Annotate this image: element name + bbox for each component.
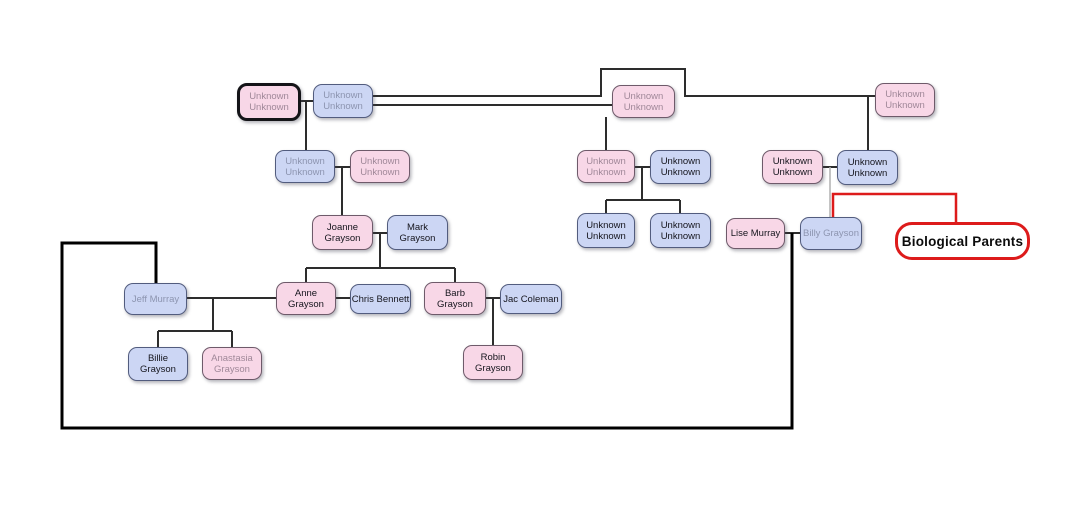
person-name-text: Chris Bennett — [351, 293, 410, 305]
person-name-text: Unknown — [660, 219, 701, 231]
person-name-text: Anastasia — [211, 352, 253, 364]
person-name-text: Unknown — [660, 156, 701, 167]
node-chris-bennett[interactable]: Chris Bennett — [350, 284, 411, 314]
person-name-text: Grayson — [324, 232, 361, 244]
person-name-text: Jeff Murray — [131, 293, 180, 305]
biological-parents-annotation: Biological Parents — [895, 222, 1030, 260]
person-name-text: Unknown — [660, 230, 701, 242]
person-name-text: Grayson — [475, 362, 511, 374]
node-billy-grayson[interactable]: Billy Grayson — [800, 217, 862, 250]
person-name-text: Grayson — [140, 364, 176, 375]
person-name-text: Grayson — [437, 298, 473, 310]
node-jeff-murray[interactable]: Jeff Murray — [124, 283, 187, 315]
person-name-text: Unknown — [772, 167, 813, 178]
connector-line — [373, 68, 875, 97]
person-name-text: Unknown — [323, 101, 363, 112]
person-name-text: Unknown — [360, 155, 400, 167]
person-name-text: Lise Murray — [730, 228, 781, 239]
person-name-text: Anne — [294, 287, 318, 299]
person-name-text: Unknown — [772, 156, 813, 167]
person-name-text: Unknown — [285, 166, 325, 178]
person-name-text: Jac Coleman — [503, 293, 559, 305]
person-name-text: Unknown — [285, 155, 325, 167]
person-name-text: Billy Grayson — [803, 228, 859, 239]
person-name-text: Unknown — [323, 90, 363, 101]
person-name-text: Mark — [406, 221, 429, 233]
person-name-text: Unknown — [885, 89, 925, 100]
person-name-text: Unknown — [847, 167, 888, 179]
person-name-text: Unknown — [249, 102, 289, 113]
person-name-text: Unknown — [660, 167, 701, 178]
annotation-pointer-line — [831, 192, 958, 223]
person-name-text: Unknown — [885, 100, 925, 111]
person-name-text: Grayson — [288, 298, 324, 310]
person-name-text: Unknown — [586, 230, 626, 242]
person-name-text: Grayson — [214, 363, 250, 375]
person-name-text: Unknown — [586, 155, 626, 167]
person-name-text: Unknown — [623, 90, 664, 102]
node-lise-murray[interactable]: Lise Murray — [726, 218, 785, 249]
person-name-text: Billie — [147, 353, 169, 364]
node-jac-coleman[interactable]: Jac Coleman — [500, 284, 562, 314]
person-name-text: Grayson — [399, 232, 436, 244]
person-name-text: Unknown — [586, 166, 626, 178]
person-name-text: Barb — [444, 287, 466, 299]
person-name-text: Robin — [480, 351, 506, 363]
person-name-text: Unknown — [623, 101, 664, 113]
person-name-text: Joanne — [326, 221, 359, 233]
connector-line — [60, 233, 794, 430]
person-name-text: Unknown — [360, 166, 400, 178]
person-name-text: Unknown — [586, 219, 626, 231]
person-name-text: Unknown — [847, 156, 888, 168]
person-name-text: Unknown — [249, 91, 289, 102]
